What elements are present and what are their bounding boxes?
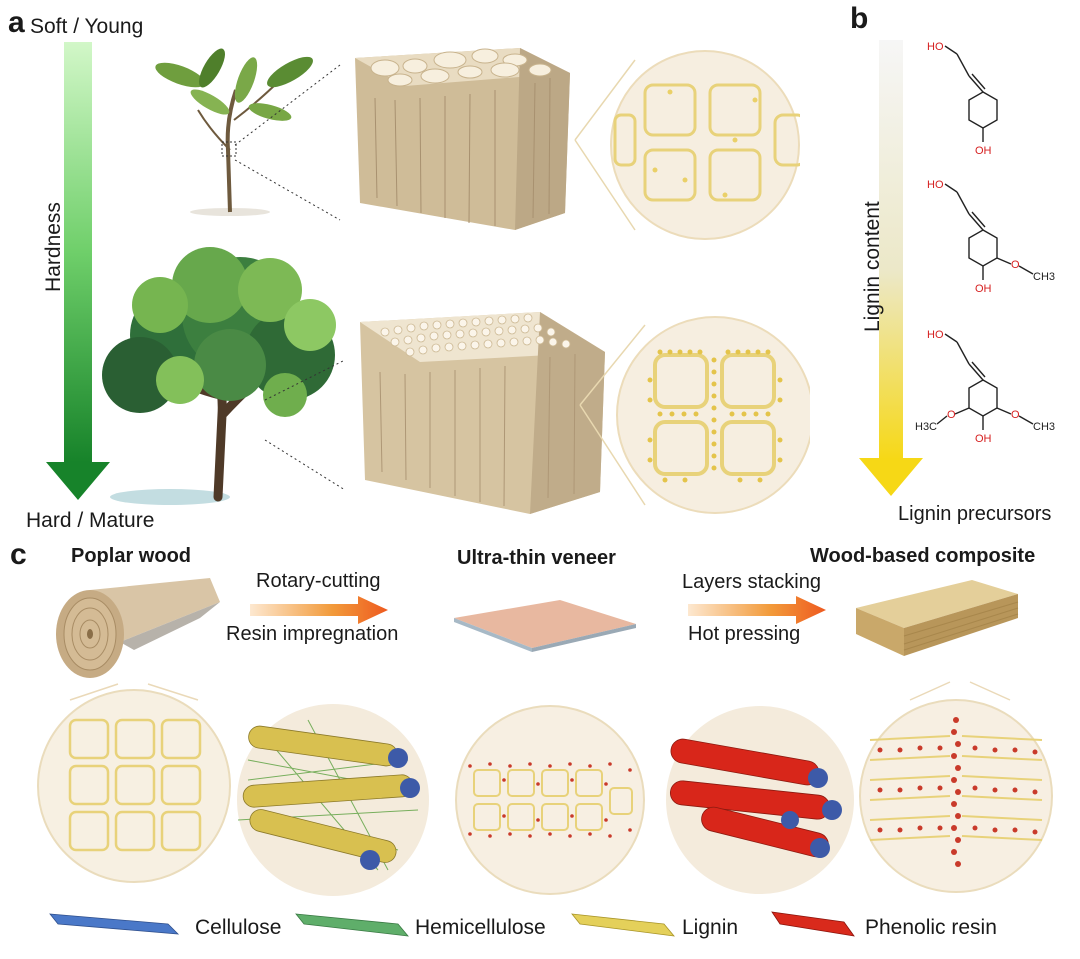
legend-label-phenolic-resin: Phenolic resin <box>865 916 997 939</box>
ho-label: HO <box>927 41 944 53</box>
zoom-lines-sapling <box>234 64 341 221</box>
panel-c-letter: c <box>10 538 27 571</box>
lignin-precursors-label: Lignin precursors <box>898 503 1052 525</box>
mature-cell-wall-zoom <box>579 316 810 514</box>
panel-b-letter: b <box>850 2 869 35</box>
veneer-cell-zoom <box>455 705 645 895</box>
cellulose-swatch-icon <box>49 913 180 935</box>
rotary-cutting-label: Rotary-cutting <box>256 570 381 592</box>
hemicellulose-swatch-icon <box>295 913 409 937</box>
young-wood-block <box>355 48 570 230</box>
phenolic-resin-swatch-icon <box>771 911 855 937</box>
hot-pressing-label: Hot pressing <box>688 623 801 645</box>
oh-label: OH <box>975 283 992 295</box>
sinapyl-alcohol-structure: HO O CH3 O H3C OH <box>915 329 1055 445</box>
legend: Cellulose Hemicellulose Lignin Phenolic … <box>0 900 1080 950</box>
legend-label-cellulose: Cellulose <box>195 916 282 939</box>
zoom-lines-tree <box>264 359 346 491</box>
oh-label: OH <box>975 145 992 157</box>
lignin-swatch-icon <box>571 913 675 937</box>
soft-young-label: Soft / Young <box>30 15 144 38</box>
o-label: O <box>1011 259 1020 271</box>
panel-a-letter: a <box>8 6 25 39</box>
poplar-wood-title: Poplar wood <box>71 545 191 567</box>
composite-cell-zoom <box>859 681 1053 893</box>
process-arrow-1 <box>250 596 388 624</box>
mature-wood-block <box>360 312 605 514</box>
oh-label: OH <box>975 433 992 445</box>
wood-based-composite-title: Wood-based composite <box>810 545 1036 567</box>
hard-mature-label: Hard / Mature <box>26 509 155 532</box>
process-arrow-2 <box>688 596 826 624</box>
ch3-label: CH3 <box>1033 271 1055 283</box>
h3c-label: H3C <box>915 421 937 433</box>
legend-label-lignin: Lignin <box>682 916 739 939</box>
resin-fibril-zoom <box>666 706 854 894</box>
coniferyl-alcohol-structure: HO O CH3 OH <box>927 179 1055 295</box>
o-label-left: O <box>947 409 956 421</box>
hardness-arrow <box>46 42 110 500</box>
o-label: O <box>1011 409 1020 421</box>
fibril-bundle-zoom <box>237 704 429 896</box>
mature-tree-illustration <box>102 247 336 505</box>
coumaryl-alcohol-structure: HO OH <box>927 41 998 157</box>
veneer-sheet <box>454 600 636 652</box>
ultra-thin-veneer-title: Ultra-thin veneer <box>457 547 616 569</box>
young-cell-wall-zoom <box>574 50 800 240</box>
layers-stacking-label: Layers stacking <box>682 571 821 593</box>
poplar-cell-zoom <box>37 683 231 883</box>
legend-label-hemicellulose: Hemicellulose <box>415 916 546 939</box>
composite-board <box>856 580 1019 656</box>
ho-label: HO <box>927 329 944 341</box>
ch3-label: CH3 <box>1033 421 1055 433</box>
ho-label: HO <box>927 179 944 191</box>
resin-impregnation-label: Resin impregnation <box>226 623 399 645</box>
poplar-log-roll <box>56 578 220 678</box>
lignin-content-arrow <box>859 40 923 496</box>
lignin-content-axis-label: Lignin content <box>861 201 884 332</box>
sapling-illustration <box>155 48 313 216</box>
